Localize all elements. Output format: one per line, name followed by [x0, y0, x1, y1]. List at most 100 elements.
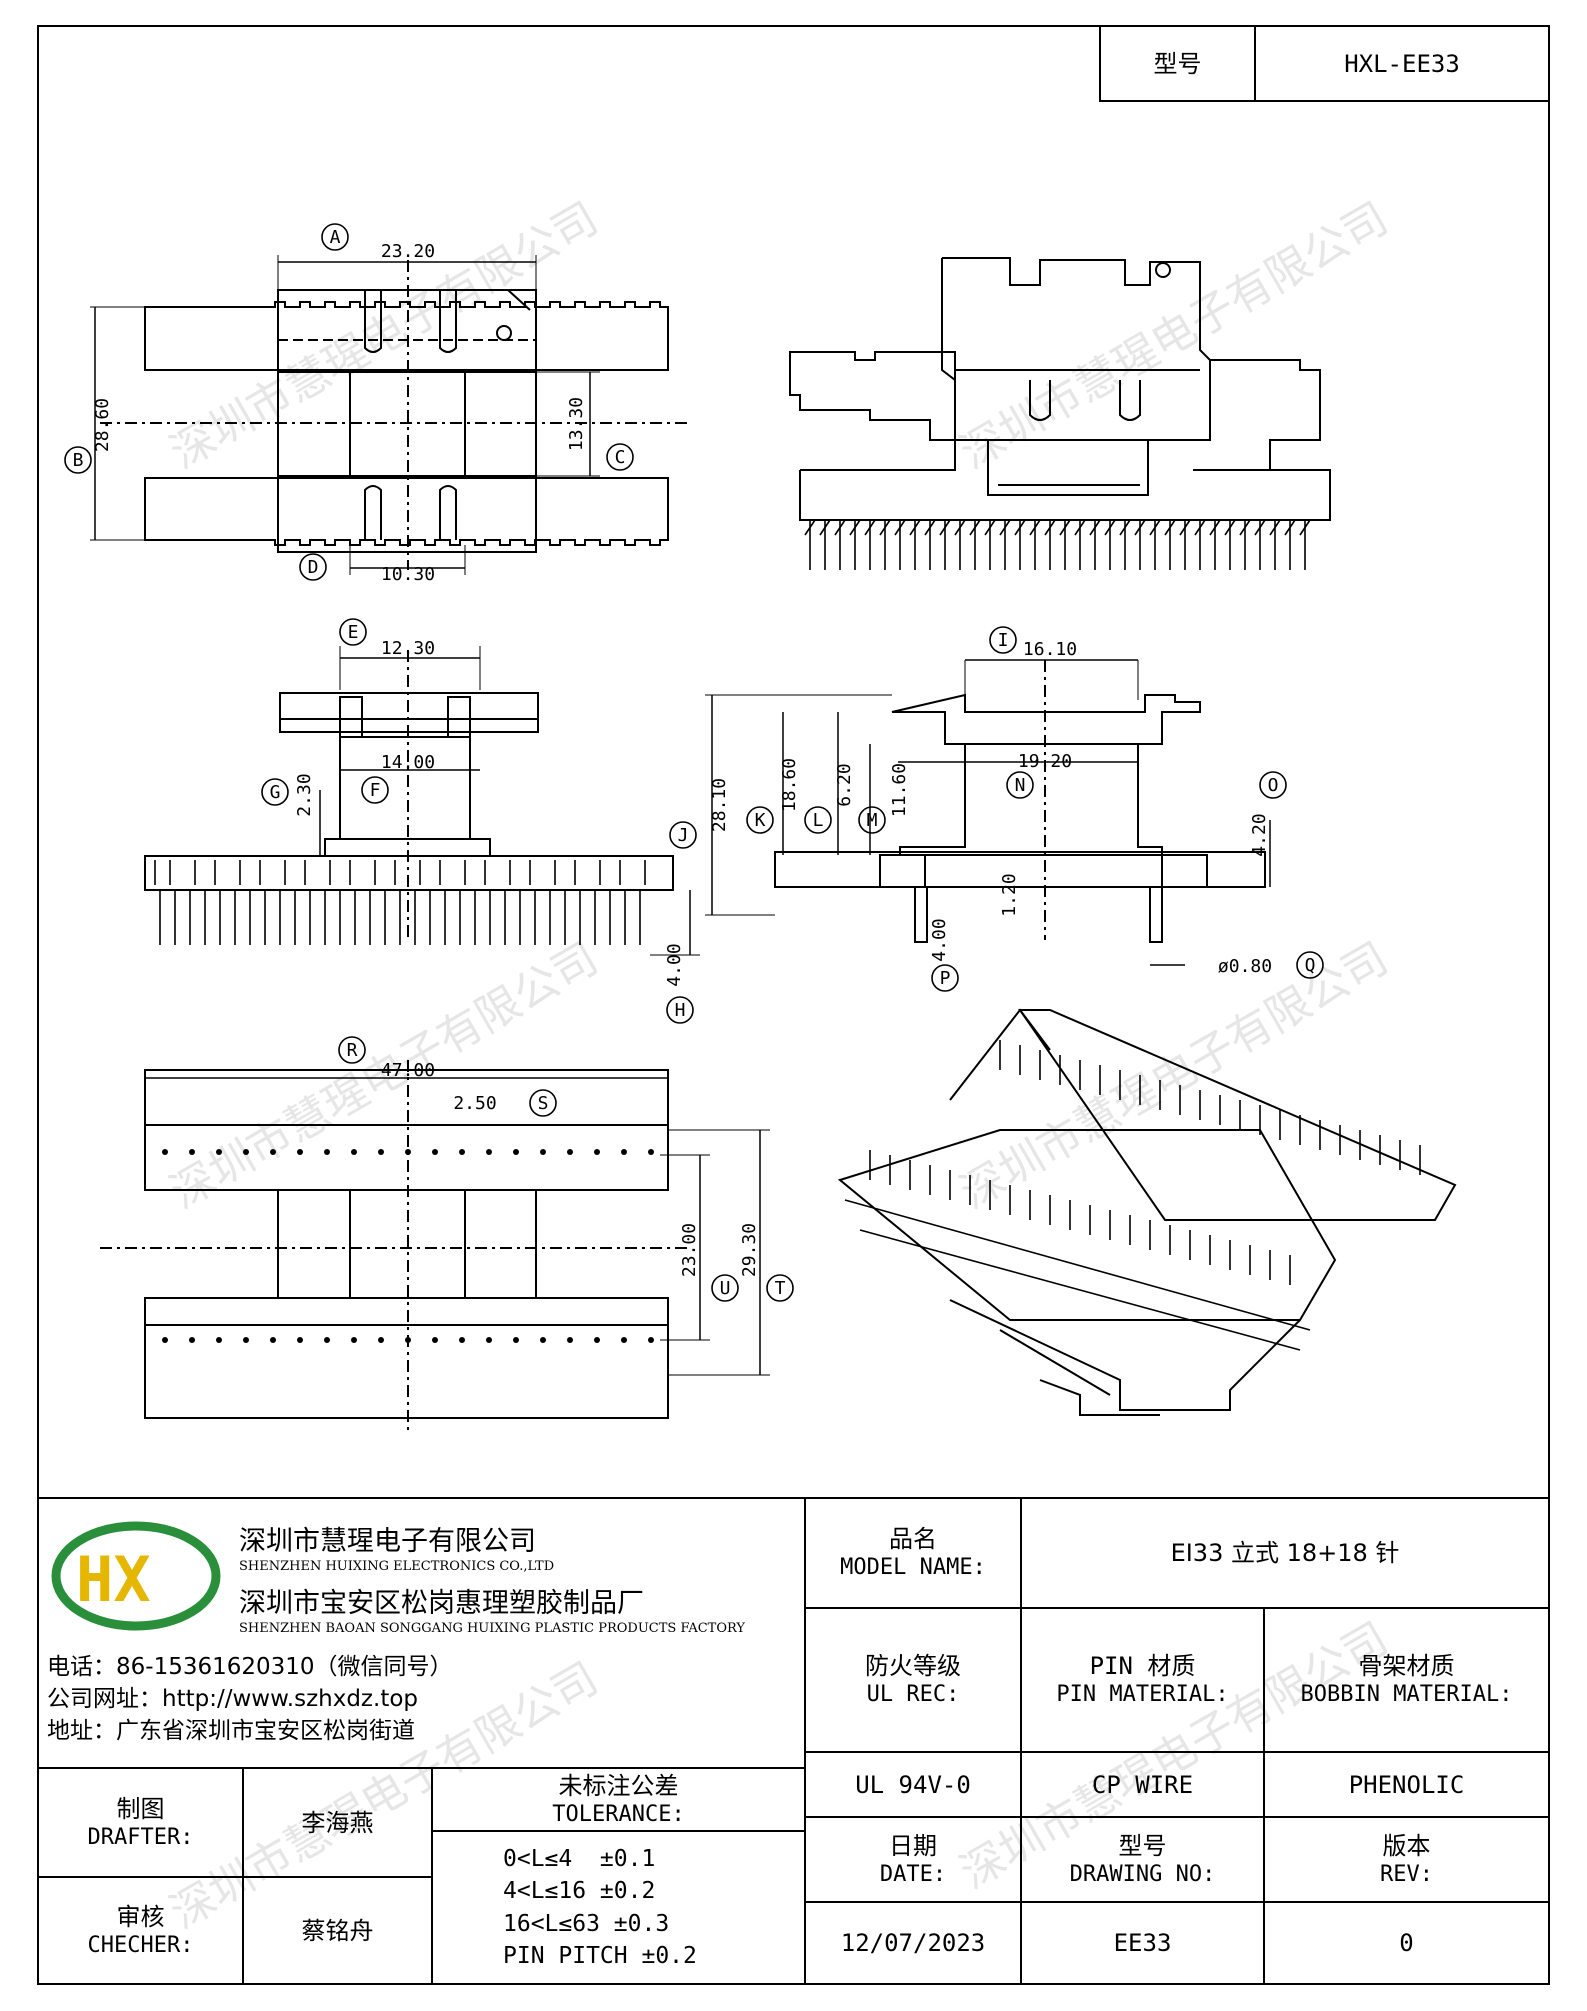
company-name-cn: 深圳市慧瑆电子有限公司 — [239, 1526, 536, 1557]
factory-name-en: SHENZHEN BAOAN SONGGANG HUIXING PLASTIC … — [239, 1621, 745, 1636]
bobbin-value-cell: PHENOLIC — [1263, 1751, 1550, 1818]
label-m: M — [867, 810, 878, 831]
value-e: 12.30 — [381, 638, 435, 659]
value-k: 18.60 — [779, 758, 800, 812]
ul-rec-en: UL REC: — [866, 1682, 960, 1708]
technical-drawing: A 23.20 B 28.60 C 13.30 D 10.30 E 12.30 … — [64, 223, 1457, 1430]
dimension-labels: A 23.20 B 28.60 C 13.30 D 10.30 E 12.30 … — [64, 223, 1324, 1302]
top-view — [90, 255, 690, 575]
ul-rec-cn: 防火等级 — [865, 1652, 961, 1681]
value-1-20: 1.20 — [999, 873, 1020, 916]
front-view — [705, 659, 1271, 966]
model-name-cn: 品名 — [889, 1525, 937, 1554]
model-name-value-cell: EI33 立式 18+18 针 — [1020, 1497, 1550, 1609]
model-value: HXL-EE33 — [1344, 49, 1460, 78]
date-value: 12/07/2023 — [840, 1929, 986, 1957]
date-value-cell: 12/07/2023 — [804, 1901, 1022, 1985]
label-k: K — [755, 810, 766, 831]
label-p: P — [940, 968, 951, 989]
checker-name: 蔡铭舟 — [301, 1916, 374, 1945]
label-s: S — [538, 1093, 549, 1114]
drafter-label-cell: 制图 DRAFTER: — [37, 1767, 244, 1878]
value-i: 16.10 — [1023, 639, 1077, 660]
bottom-view — [100, 1060, 770, 1430]
pin-material-en: PIN MATERIAL: — [1056, 1682, 1229, 1708]
value-m: 11.60 — [889, 763, 910, 817]
company-phone: 电话：86-15361620310（微信同号） — [47, 1654, 453, 1680]
label-g: G — [270, 782, 281, 803]
label-e: E — [348, 622, 359, 643]
label-r: R — [347, 1040, 358, 1061]
label-n: N — [1015, 775, 1026, 796]
checker-name-cell: 蔡铭舟 — [242, 1876, 433, 1985]
value-g: 2.30 — [294, 773, 315, 816]
model-label: 型号 — [1153, 49, 1202, 78]
tolerance-header-cell: 未标注公差 TOLERANCE: — [431, 1767, 806, 1832]
company-area: HX 深圳市慧瑆电子有限公司 SHENZHEN HUIXING ELECTRON… — [37, 1497, 806, 1769]
tolerance-line-3: 16<L≤63 ±0.3 — [503, 1910, 670, 1937]
value-u: 23.00 — [679, 1223, 700, 1277]
iso1-pins — [804, 519, 1311, 570]
checker-en: CHECHER: — [87, 1932, 194, 1958]
company-logo: HX — [51, 1521, 221, 1631]
logo-text: HX — [76, 1543, 151, 1616]
date-en: DATE: — [879, 1861, 947, 1887]
rev-value: 0 — [1399, 1929, 1414, 1957]
model-name-cell: 品名 MODEL NAME: — [804, 1497, 1022, 1609]
value-d: 10.30 — [381, 564, 435, 585]
model-name-en: MODEL NAME: — [840, 1555, 986, 1581]
bobbin-value: PHENOLIC — [1348, 1770, 1465, 1799]
pin-value: CP WIRE — [1091, 1770, 1194, 1799]
bobbin-material-cell: 骨架材质 BOBBIN MATERIAL: — [1263, 1607, 1550, 1753]
model-name-value: EI33 立式 18+18 针 — [1170, 1539, 1400, 1567]
side-view-pins — [154, 860, 646, 945]
tolerance-line-2: 4<L≤16 ±0.2 — [503, 1878, 656, 1905]
value-o: 4.20 — [1249, 813, 1270, 856]
bobbin-material-en: BOBBIN MATERIAL: — [1300, 1682, 1513, 1708]
label-i: I — [998, 630, 1009, 651]
drafter-cn: 制图 — [116, 1794, 165, 1823]
tolerance-cn: 未标注公差 — [558, 1771, 679, 1800]
iso2-pins — [844, 1040, 1421, 1351]
drafter-name-cell: 李海燕 — [242, 1767, 433, 1878]
pin-value-cell: CP WIRE — [1020, 1751, 1265, 1818]
checker-cn: 审核 — [116, 1902, 165, 1931]
isometric-view-2 — [837, 1008, 1457, 1416]
date-cn: 日期 — [889, 1831, 937, 1860]
value-q: ø0.80 — [1218, 956, 1272, 977]
label-u: U — [720, 1278, 731, 1299]
value-n: 19.20 — [1018, 751, 1072, 772]
drawing-no-value: EE33 — [1113, 1929, 1172, 1957]
bobbin-material-cn: 骨架材质 — [1358, 1652, 1455, 1681]
value-b: 28.60 — [92, 398, 113, 452]
drawing-no-en: DRAWING NO: — [1069, 1861, 1216, 1887]
company-name-en: SHENZHEN HUIXING ELECTRONICS CO.,LTD — [239, 1559, 555, 1574]
pin-holes — [162, 1149, 654, 1343]
tolerance-values-cell: 0<L≤4 ±0.1 4<L≤16 ±0.2 16<L≤63 ±0.3 PIN … — [431, 1830, 806, 1985]
value-h: 4.00 — [664, 943, 685, 986]
tolerance-line-4: PIN PITCH ±0.2 — [503, 1942, 697, 1969]
factory-name-cn: 深圳市宝安区松岗惠理塑胶制品厂 — [239, 1588, 644, 1619]
ul-value: UL 94V-0 — [855, 1770, 971, 1799]
value-t: 29.30 — [739, 1223, 760, 1277]
company-website: 公司网址：http://www.szhxdz.top — [47, 1686, 419, 1712]
label-o: O — [1268, 775, 1279, 796]
label-q: Q — [1305, 955, 1316, 976]
label-l: L — [813, 810, 824, 831]
model-value-cell: HXL-EE33 — [1254, 25, 1550, 102]
rev-value-cell: 0 — [1263, 1901, 1550, 1985]
pin-material-cn: PIN 材质 — [1089, 1652, 1196, 1681]
pin-material-cell: PIN 材质 PIN MATERIAL: — [1020, 1607, 1265, 1753]
label-t: T — [775, 1278, 786, 1299]
value-s: 2.50 — [453, 1093, 496, 1114]
value-c: 13.30 — [566, 397, 587, 451]
ul-rec-cell: 防火等级 UL REC: — [804, 1607, 1022, 1753]
drawing-no-value-cell: EE33 — [1020, 1901, 1265, 1985]
value-j: 28.10 — [709, 778, 730, 832]
label-d: D — [308, 557, 319, 578]
label-f: F — [370, 780, 381, 801]
tolerance-en: TOLERANCE: — [552, 1801, 685, 1827]
date-label-cell: 日期 DATE: — [804, 1816, 1022, 1903]
side-view — [144, 646, 700, 956]
label-c: C — [615, 447, 626, 468]
